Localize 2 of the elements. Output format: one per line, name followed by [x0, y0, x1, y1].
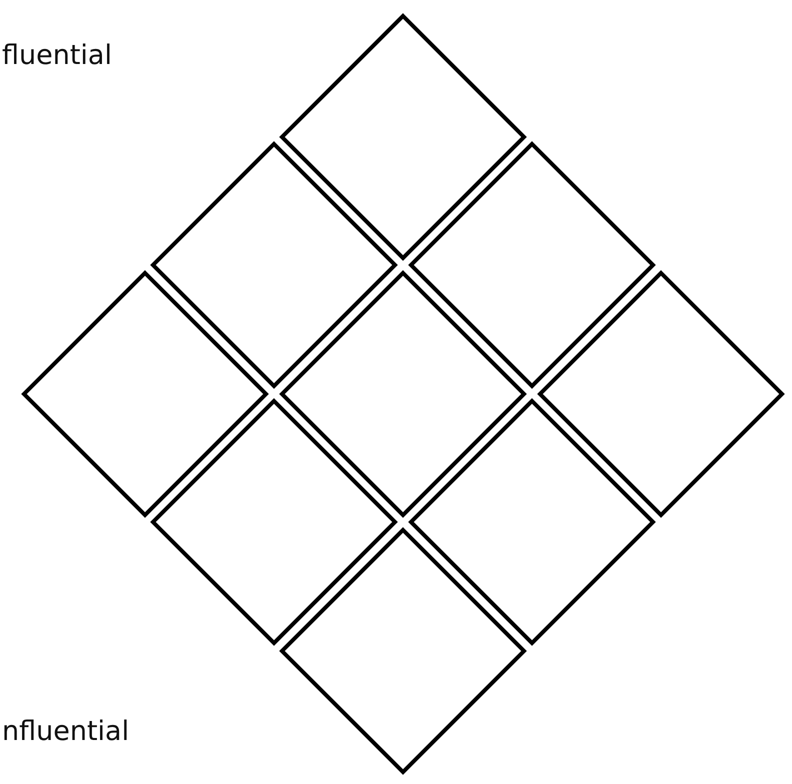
- axis-label: nfluential: [2, 718, 130, 745]
- axis-label: fluential: [2, 42, 112, 69]
